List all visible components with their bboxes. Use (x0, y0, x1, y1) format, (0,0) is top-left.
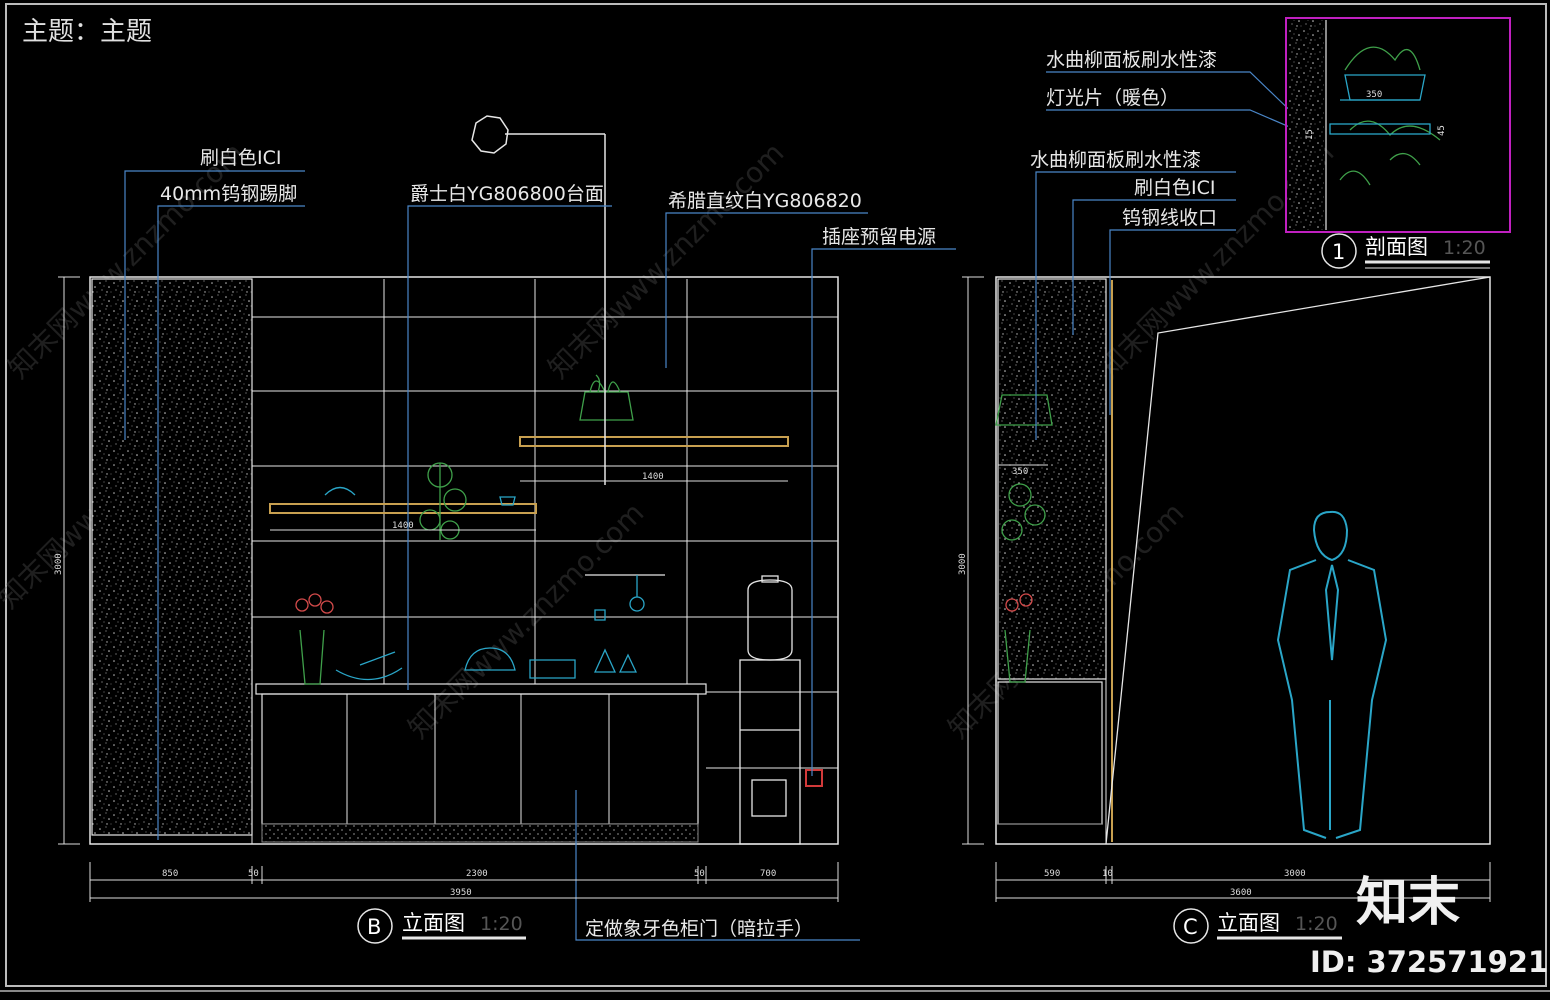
potted-plant (579, 374, 634, 421)
dimension-chain (995, 862, 1491, 902)
section-shelf (1329, 74, 1431, 135)
section-dim: 350 (1366, 90, 1382, 100)
speckle-wall-panel (91, 278, 253, 836)
label-countertop: 爵士白YG806800台面 (410, 183, 604, 205)
human-figure (1276, 510, 1388, 839)
label-veneer: 水曲柳面板刷水性漆 (1030, 149, 1201, 171)
label-steel-kick: 40mm钨钢踢脚 (160, 183, 297, 205)
side-cabinet (997, 681, 1103, 825)
label-steel-trim: 钨钢线收口 (1122, 207, 1217, 229)
dim-10: 10 (1102, 869, 1113, 879)
label-cabinet-door: 定做象牙色柜门（暗拉手） (585, 918, 813, 940)
cabinet-doors (346, 694, 610, 824)
label-wall-tile: 希腊直纹白YG806820 (668, 190, 862, 212)
view-title: 立面图 (402, 911, 465, 935)
view-mark: 1 (1332, 240, 1345, 264)
wood-shelf (269, 503, 537, 514)
label-light: 灯光片（暖色） (1046, 87, 1179, 109)
elevation-b: 刷白色ICI 40mm钨钢踢脚 爵士白YG806800台面 希腊直纹白YG806… (54, 115, 956, 944)
section-dim: 45 (1437, 125, 1447, 136)
dim-50: 50 (694, 869, 705, 879)
speckle-wall-panel (997, 278, 1107, 680)
view-mark: B (367, 915, 381, 939)
dim-590: 590 (1044, 869, 1060, 879)
view-mark-circle (1321, 233, 1357, 269)
water-dispenser (739, 575, 801, 845)
shelf-dim: 1400 (642, 472, 664, 482)
dimension-chain (89, 862, 839, 902)
view-mark-circle (1173, 908, 1209, 944)
label-paint-white: 刷白色ICI (200, 147, 281, 169)
angled-wall-line (1105, 276, 1491, 845)
view-scale: 1:20 (1295, 913, 1338, 935)
sheet-title: 主题：主题 (22, 17, 152, 47)
shelf-dim: 1400 (392, 521, 414, 531)
label-veneer: 水曲柳面板刷水性漆 (1046, 49, 1217, 71)
watermark-text: 知末网www.znzmo.com (402, 496, 651, 745)
dim-700: 700 (760, 869, 776, 879)
view-scale: 1:20 (480, 913, 523, 935)
elevation-b-outline (89, 276, 839, 845)
view-title: 立面图 (1217, 911, 1280, 935)
section-dim: 15 (1305, 129, 1315, 140)
flower-vase (295, 593, 334, 685)
label-socket: 插座预留电源 (822, 226, 936, 248)
brand-logo: 知末 (1356, 873, 1460, 933)
leader-lines (124, 170, 956, 941)
view-scale: 1:20 (1443, 237, 1486, 259)
kickboard (261, 823, 699, 843)
dim-2300: 2300 (466, 869, 488, 879)
dim-total: 3600 (1230, 888, 1252, 898)
kitchen-items (324, 486, 665, 681)
wood-shelf (519, 436, 789, 447)
image-id: ID: 372571921 (1310, 945, 1548, 979)
dim-850: 850 (162, 869, 178, 879)
pendant-light (471, 115, 606, 485)
elevation-c: 350 水曲柳面板刷水性漆 灯光片（暖色） 水曲柳面板刷水性漆 刷白色ICI 钨… (958, 49, 1491, 944)
label-paint-white: 刷白色ICI (1134, 177, 1215, 199)
dim-50: 50 (248, 869, 259, 879)
leader-lines (1035, 71, 1321, 440)
section-wall (1288, 20, 1324, 230)
base-cabinet (261, 693, 699, 825)
section-frame (1285, 17, 1511, 233)
side-flowers (1005, 593, 1033, 612)
height-dim: 3000 (54, 553, 64, 575)
sheet-frame (5, 3, 1547, 987)
power-socket (805, 769, 823, 787)
dim-3000: 3000 (1284, 869, 1306, 879)
hanging-plant (419, 462, 467, 540)
view-mark: C (1183, 915, 1198, 939)
view-mark-circle (357, 908, 393, 944)
elevation-c-outline (995, 276, 1491, 845)
height-dim: 3000 (958, 553, 968, 575)
section-1: 350 15 45 1 剖面图 1:20 (1285, 17, 1511, 269)
section-plants (1339, 46, 1441, 186)
view-title: 剖面图 (1365, 235, 1428, 259)
side-plants (995, 394, 1053, 683)
planter-dim: 350 (1012, 467, 1028, 477)
dim-total: 3950 (450, 888, 472, 898)
